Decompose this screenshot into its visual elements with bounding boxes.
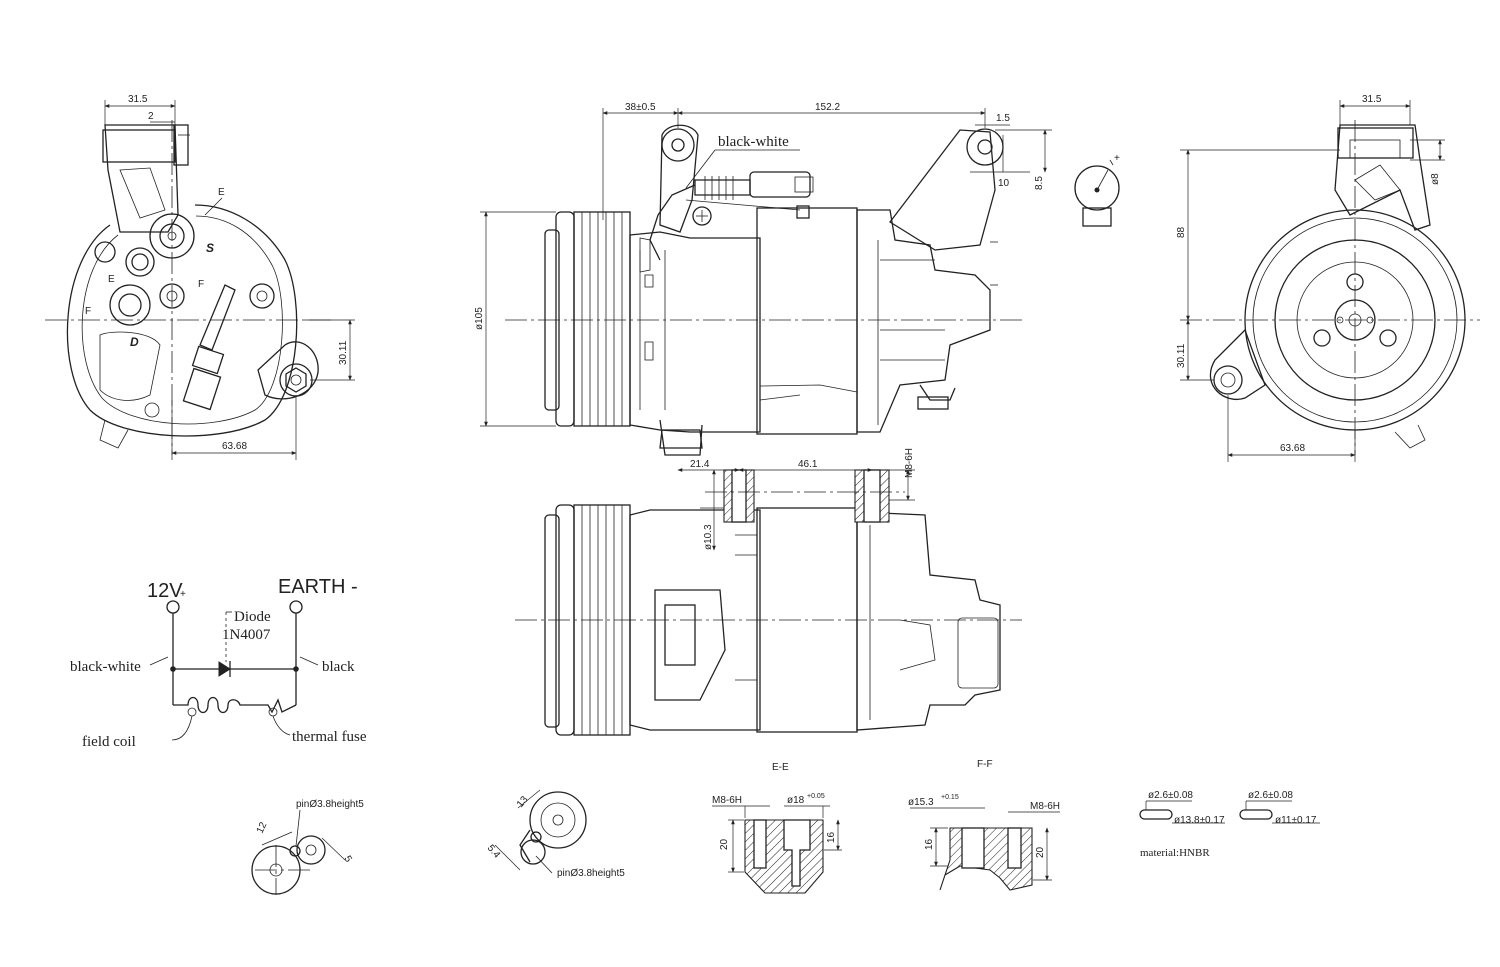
pin-a-dim-5: 5	[341, 854, 354, 865]
pin-detail-b: 13 5.4 pinØ3.8height5	[485, 789, 625, 879]
oring-a-wire: ø2.6±0.08	[1148, 790, 1193, 801]
front-dim-width: 31.5	[128, 94, 148, 105]
section-ee-h-right: 16	[826, 831, 837, 843]
top-dim-thread: M8-6H	[904, 448, 915, 478]
side-dim-dia: ø105	[474, 307, 485, 330]
harness-coil	[704, 176, 734, 200]
top-dim-dia: ø10.3	[703, 524, 714, 550]
oring-a-id: ø13.8±0.17	[1174, 815, 1225, 826]
mark-f-right: F	[198, 279, 204, 290]
side-dim-38: 38±0.5	[625, 102, 656, 113]
circuit-plus: +	[180, 589, 186, 600]
section-ff-h-right: 20	[1035, 846, 1046, 858]
circuit-earth: EARTH -	[278, 576, 358, 598]
side-dim-8-5: 8.5	[1034, 176, 1045, 190]
rear-dim-88: 88	[1176, 226, 1187, 238]
oring-material: material:HNBR	[1140, 847, 1210, 859]
rear-dim-hole: ø8	[1430, 173, 1441, 185]
front-dim-2: 2	[148, 111, 154, 122]
circuit-diode: Diode	[234, 609, 271, 625]
circuit-black-white: black-white	[70, 659, 141, 675]
section-ff-bore: ø15.3	[908, 797, 934, 808]
section-ff-thread: M8-6H	[1030, 801, 1060, 812]
section-ee-h-left: 20	[719, 838, 730, 850]
section-ee-bore: ø18	[787, 795, 805, 806]
circuit-thermal-fuse: thermal fuse	[292, 729, 367, 745]
wiring-circuit: 12V + EARTH - Diode 1N4007 black-white b…	[70, 576, 367, 750]
pin-a-dim-12: 12	[255, 820, 270, 835]
mark-f-left: F	[85, 306, 91, 317]
connector-symbol: +	[1074, 153, 1120, 227]
side-dim-152: 152.2	[815, 102, 840, 113]
circuit-black: black	[322, 659, 355, 675]
circuit-field-coil: field coil	[82, 734, 136, 750]
pin-b-dim-5-4: 5.4	[485, 843, 503, 861]
section-ee-tol: +0.05	[807, 793, 825, 800]
oring-b-id: ø11±0.17	[1275, 815, 1317, 826]
section-ff-tol: +0.15	[941, 794, 959, 801]
top-dim-21: 21.4	[690, 459, 710, 470]
top-view: 21.4 46.1 M8-6H ø10.3	[515, 448, 1022, 736]
top-dim-46: 46.1	[798, 459, 818, 470]
side-wire-label: black-white	[718, 134, 789, 150]
pin-detail-a: 12 5 pinØ3.8height5	[251, 799, 364, 895]
mark-d: D	[130, 335, 139, 349]
section-ee-thread: M8-6H	[712, 795, 742, 806]
section-ee-title: E-E	[772, 762, 789, 773]
rear-dim-width: 31.5	[1362, 94, 1382, 105]
pulley-grooves	[573, 211, 631, 427]
front-dim-height: 30.11	[338, 340, 349, 365]
side-dim-1-5: 1.5	[996, 113, 1010, 124]
rear-dim-30: 30.11	[1176, 343, 1187, 368]
mark-s: S	[206, 241, 214, 255]
oring-b-wire: ø2.6±0.08	[1248, 790, 1293, 801]
pin-b-dim-13: 13	[515, 794, 531, 810]
side-view: black-white 38±0.5 152.2 1.5 ø105 10 8.5	[474, 102, 1052, 456]
top-pulley-grooves	[573, 504, 631, 736]
rear-dim-offset: 63.68	[1280, 443, 1305, 454]
mark-e-top: E	[218, 187, 225, 198]
section-ee: E-E M8-6H ø18 +0.05 20 16	[712, 762, 842, 894]
section-ff-title: F-F	[977, 759, 993, 770]
pin-b-label: pinØ3.8height5	[557, 868, 625, 879]
rear-view: 31.5 88 30.11 63.68 ø8	[1176, 94, 1480, 462]
pin-a-label: pinØ3.8height5	[296, 799, 364, 810]
connector-plus: +	[1114, 153, 1120, 164]
mark-e-left: E	[108, 274, 115, 285]
side-dim-10: 10	[998, 178, 1010, 189]
circuit-diode-model: 1N4007	[222, 627, 271, 643]
circuit-12v: 12V	[147, 580, 183, 602]
front-dim-offset: 63.68	[222, 441, 247, 452]
section-ff-h-left: 16	[924, 838, 935, 850]
section-ff: F-F ø15.3 +0.15 M8-6H 16 20	[908, 759, 1060, 891]
o-rings: ø2.6±0.08 ø13.8±0.17 ø2.6±0.08 ø11±0.17 …	[1139, 790, 1320, 859]
front-view: 31.5 2 30.11 63.68 E E S F F D	[45, 94, 355, 460]
